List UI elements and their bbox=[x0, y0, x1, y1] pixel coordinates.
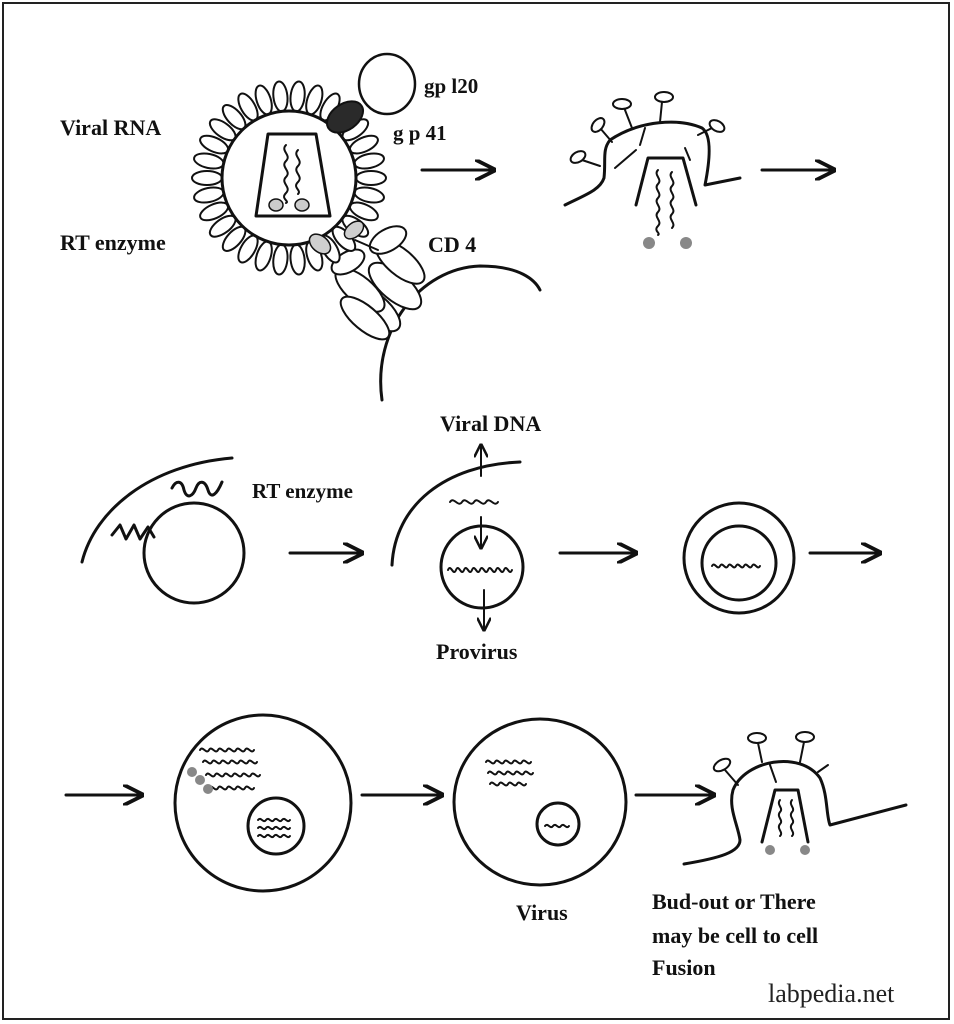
fused-membrane bbox=[563, 120, 742, 207]
label-viral-dna: Viral DNA bbox=[440, 411, 541, 436]
nucleus bbox=[439, 524, 525, 610]
label-rt-enzyme-top: RT enzyme bbox=[60, 230, 166, 255]
label-bud-line-3: Fusion bbox=[652, 955, 716, 980]
envelope-petal bbox=[289, 243, 306, 276]
stage-1-binding: gp l20 g p 41 Viral RNA RT enzyme CD 4 bbox=[60, 52, 542, 402]
stage-3-rt bbox=[80, 456, 246, 605]
nucleus bbox=[535, 801, 581, 847]
rt-enzyme-particle bbox=[294, 198, 310, 212]
stage-4-integration bbox=[390, 445, 525, 630]
stage-7-assembly bbox=[452, 717, 628, 887]
released-rna bbox=[655, 169, 661, 236]
stage-6-transcription bbox=[173, 713, 353, 893]
stage-5-latent-cell bbox=[682, 501, 796, 615]
label-provirus: Provirus bbox=[436, 639, 518, 664]
label-gp41: g p 41 bbox=[393, 121, 447, 145]
envelope-petal bbox=[355, 170, 387, 186]
stage-2-fusion bbox=[563, 91, 742, 249]
label-viral-rna: Viral RNA bbox=[60, 115, 161, 140]
envelope-petal bbox=[191, 170, 223, 186]
rt-enzyme-particle bbox=[268, 198, 284, 212]
label-bud-line-2: may be cell to cell bbox=[652, 923, 818, 948]
integrated-dna bbox=[447, 567, 513, 573]
capsid bbox=[254, 132, 332, 218]
viral-rna-strand bbox=[283, 144, 289, 204]
envelope-petal bbox=[289, 80, 306, 113]
watermark: labpedia.net bbox=[768, 979, 895, 1008]
cell-membrane-arc bbox=[80, 456, 234, 564]
label-bud-line-1: Bud-out or There bbox=[652, 889, 816, 914]
gp41 bbox=[325, 100, 365, 134]
envelope-petal bbox=[272, 80, 289, 113]
host-cell-membrane bbox=[379, 264, 542, 402]
label-cd4: CD 4 bbox=[428, 232, 476, 257]
gp120 bbox=[357, 52, 417, 116]
label-rt-enzyme-mid: RT enzyme bbox=[252, 479, 353, 503]
gp120-cd4-contact bbox=[308, 233, 332, 255]
rt-enzyme-dot bbox=[643, 237, 655, 249]
envelope-petal bbox=[272, 243, 289, 276]
stage-8-budding bbox=[682, 731, 908, 866]
nucleus bbox=[142, 501, 246, 605]
label-virus: Virus bbox=[516, 900, 568, 925]
label-gp120: gp l20 bbox=[424, 74, 478, 98]
rt-enzyme-dot bbox=[680, 237, 692, 249]
viral-dna-strand bbox=[449, 499, 499, 505]
viral-rna-fragment bbox=[110, 523, 156, 541]
nucleus bbox=[246, 796, 306, 856]
